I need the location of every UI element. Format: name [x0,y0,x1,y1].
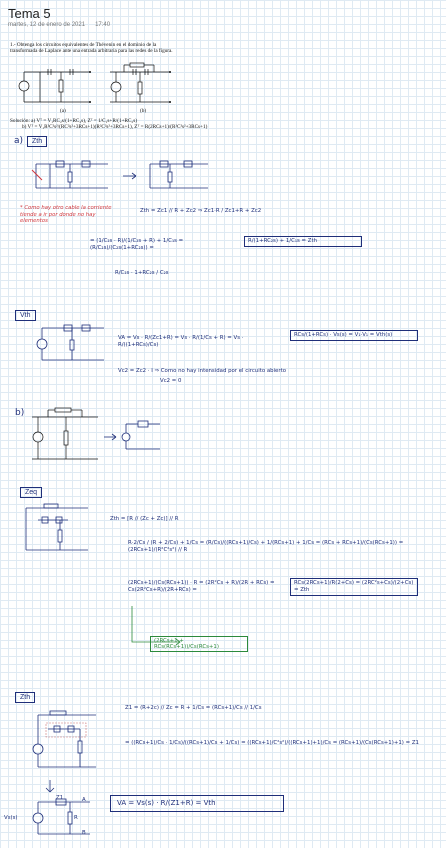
vth-equation: VA = Vs · R/(Zc1+R) = Vs · R/(1/Cs + R) … [118,335,244,348]
red-note: * Como hay otro cable la corriente tiend… [20,205,112,225]
zeq-equation-2: R·2/Cs / (R + 2/Cs) + 1/Cs = (R/Cs)/((RC… [128,540,404,553]
zeq-equation-3: (2RCs+1)/(Cs(RCs+1)) · R = (2R²Cs + R)/(… [128,580,275,593]
zth-equation-2: = (1/C₂s · R)/(1/C₂s + R) + 1/C₁s = (R/C… [90,238,184,251]
va-result: VA = Vs(s) · R/(Z1+R) = Vth [110,795,284,812]
zeq-equation-1: Zth = [R // (Zc + Zc)] // R [110,516,179,522]
zth-equation-1: Zth = Zc1 // R + Zc2 ⇒ Zc1·R / Zc1+R + Z… [140,208,262,214]
zth-label-b: Zth [15,692,36,703]
label-b: B [82,830,86,836]
page-title: Tema 5 [8,6,51,21]
zeq-label: Zeq [20,487,43,498]
green-note: (2RCs+1 + RCs(RCs+1))/Cs(RCs+1) [150,636,248,652]
circuit-zeq-sketch [25,503,88,551]
circuit-figure-printed [18,62,171,103]
part-a-heading: a) [14,136,24,146]
circuit-vth-sketch [36,324,104,361]
page-date: martes, 12 de enero de 2021 17:40 [8,22,111,28]
zth-label-a: Zth [27,136,48,147]
circuit-final-sketch [32,780,90,835]
problem-statement: 1.- Obtenga los circuitos equivalentes d… [10,42,173,55]
figure-label-b: (b) [140,108,147,114]
z1-equation-1: Z1 = (R+2c) // Zc = R + 1/Cs = (RCs+1)/C… [125,705,262,711]
vc2-zero: Vc2 = 0 [160,378,182,384]
figure-label-a: (a) [60,108,66,114]
vth-label: Vth [15,310,36,321]
zth-equation-3: R/C₂s · 1+RC₂s / C₂s [115,270,169,276]
vc2-note: Vc2 = Zc2 · I ⇒ Como no hay intensidad p… [118,368,286,374]
label-vs: Vs(s) [4,815,18,821]
circuit-b-sketch [32,407,160,460]
label-r: R [74,815,78,821]
circuit-zth-b-sketch [32,710,96,768]
vth-result: RCs/(1+RCs) · Vs(s) = V₁·V₁ = Vth(s) [290,330,418,341]
green-arrow [131,606,181,646]
label-z1: Z1 [56,795,64,801]
zeq-result: RCs(2RCs+1)/R(2+Cs) = (2RC²s+Cs)/(2+Cs) … [290,578,418,596]
label-a: A [82,797,86,803]
zth-result-a: R/(1+RC₂s) + 1/C₁s = Zth [244,236,362,247]
solution-line-2: b) Vᵀ = V₁R²C²s²/(RC²s²+3RCs+1)(R²C²s²+3… [22,124,208,130]
circuit-a-sketch [31,160,208,189]
solution-line-1: Solución: a) Vᵀ = V₁RC₂s/(1+RC₂s), Zᵀ = … [10,118,137,124]
z1-equation-2: = ((RCs+1)/Cs · 1/Cs)/((RCs+1)/Cs + 1/Cs… [125,740,419,746]
part-b-heading: b) [15,408,25,418]
